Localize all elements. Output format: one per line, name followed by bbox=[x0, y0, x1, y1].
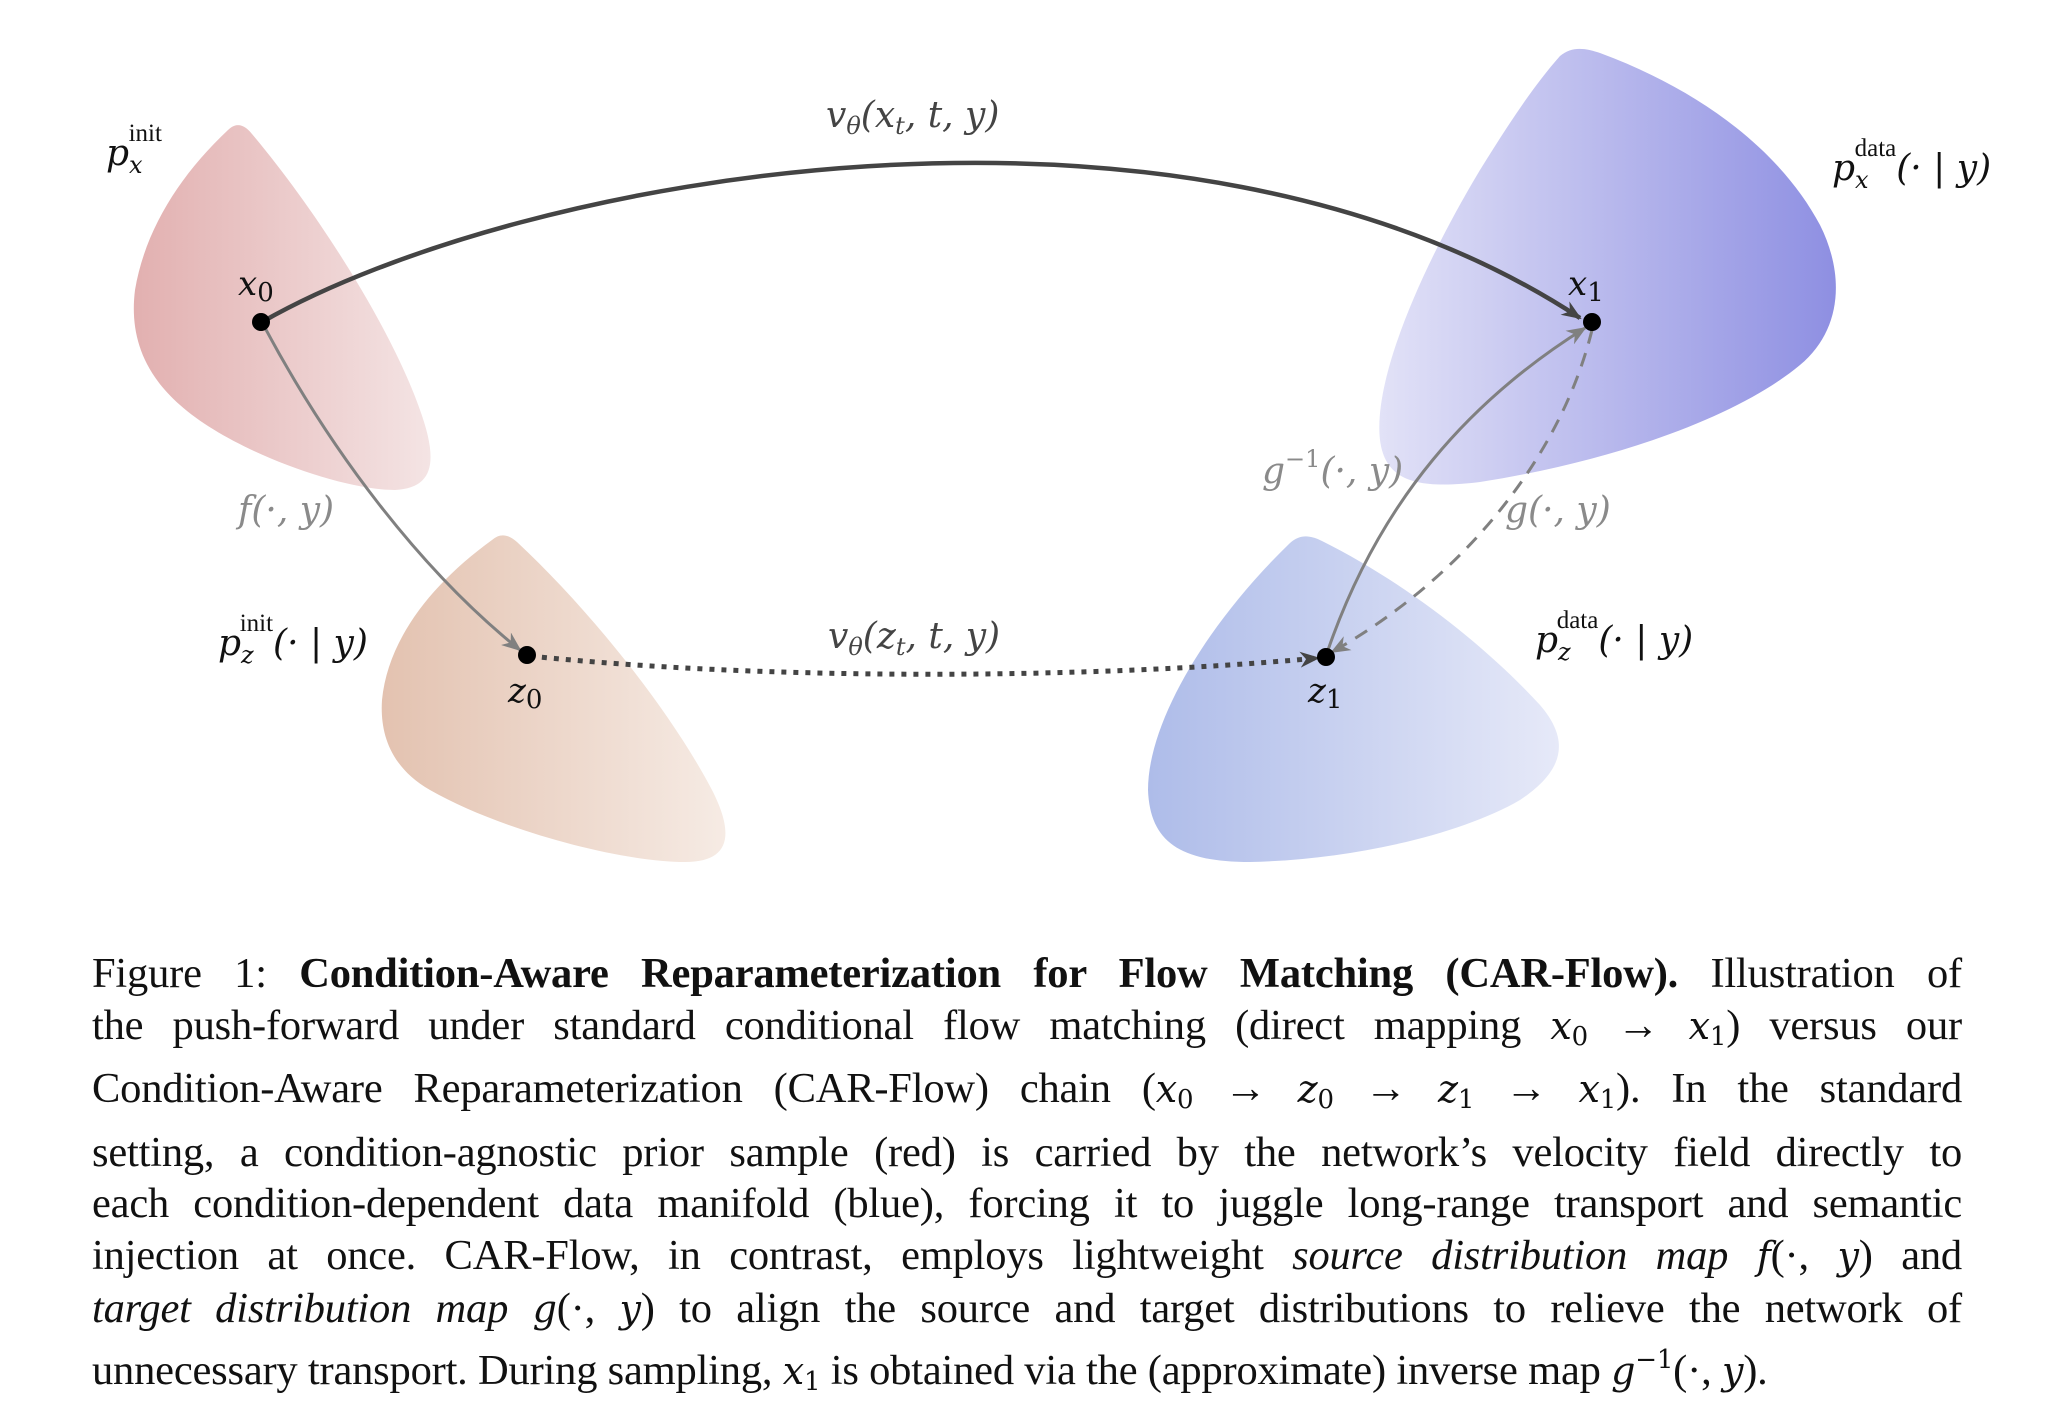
g-inverse-arrow bbox=[1326, 326, 1587, 651]
caption-math: x1 bbox=[782, 1349, 821, 1398]
label-velocity-z: vθ(zt, t, y) bbox=[828, 616, 1000, 661]
px-data-region bbox=[1379, 48, 1836, 485]
caption-line: Figure 1: Condition-Aware Reparameteriza… bbox=[92, 950, 1962, 997]
point-x1 bbox=[1583, 313, 1601, 331]
label-g-inverse: g−1(·, y) bbox=[1262, 445, 1403, 492]
caption-line: setting, a condition-agnostic prior samp… bbox=[92, 1128, 1962, 1176]
car-flow-diagram: x0 x1 z0 z1 pxinit pzinit(· | y) pxdata(… bbox=[106, 48, 1991, 862]
caption-math: x1 bbox=[1688, 1003, 1727, 1052]
caption-line: the push-forward under standard conditio… bbox=[92, 1001, 1962, 1052]
figure-caption: Figure 1: Condition-Aware Reparameteriza… bbox=[92, 948, 1962, 1409]
label-f-map: f(·, y) bbox=[235, 490, 334, 531]
g-map-arrow bbox=[1330, 329, 1594, 654]
figure-number: Figure 1: bbox=[92, 950, 300, 997]
point-z0 bbox=[518, 646, 536, 664]
f-map-arrow bbox=[262, 325, 522, 652]
caption-math: y bbox=[1721, 1349, 1744, 1394]
pz-data-region bbox=[1148, 536, 1559, 862]
label-px-init: pxinit bbox=[106, 120, 162, 179]
caption-line: target distribution map g(·, y) to align… bbox=[92, 1284, 1962, 1332]
caption-emphasis: target distribution map bbox=[92, 1284, 509, 1332]
caption-math: g bbox=[532, 1286, 557, 1331]
caption-line: each condition-dependent data manifold (… bbox=[92, 1180, 1962, 1228]
label-g-map: g(·, y) bbox=[1505, 490, 1611, 531]
label-z1: z1 bbox=[1307, 671, 1342, 715]
caption-title: Condition-Aware Reparameterization for F… bbox=[299, 950, 1711, 997]
caption-line: injection at once. CAR-Flow, in contrast… bbox=[92, 1231, 1962, 1279]
point-x0 bbox=[252, 313, 270, 331]
caption-math: g−1 bbox=[1611, 1345, 1674, 1394]
point-z1 bbox=[1317, 648, 1335, 666]
caption-math: x1 bbox=[1578, 1067, 1617, 1116]
caption-math: x0 bbox=[1155, 1067, 1194, 1116]
caption-emphasis: source distribution map bbox=[1292, 1231, 1729, 1279]
caption-line: Condition-Aware Reparameterization (CAR-… bbox=[92, 1065, 1963, 1116]
label-z0: z0 bbox=[507, 671, 542, 715]
label-x1: x1 bbox=[1568, 264, 1604, 308]
caption-math: x0 bbox=[1550, 1003, 1588, 1052]
pz-init-region bbox=[381, 535, 726, 862]
caption-math: z1 bbox=[1438, 1067, 1475, 1116]
label-pz-data: pzdata(· | y) bbox=[1535, 607, 1693, 666]
caption-math: z0 bbox=[1297, 1067, 1334, 1116]
label-x0: x0 bbox=[238, 264, 274, 308]
caption-math: y bbox=[1837, 1233, 1859, 1278]
label-pz-init: pzinit(· | y) bbox=[218, 610, 368, 669]
caption-line: unnecessary transport. During sampling, … bbox=[92, 1345, 1768, 1398]
label-px-data: pxdata(· | y) bbox=[1832, 135, 1991, 194]
px-init-region bbox=[133, 125, 431, 490]
caption-math: f bbox=[1756, 1233, 1771, 1278]
label-velocity-x: vθ(xt, t, y) bbox=[826, 95, 999, 140]
caption-math: y bbox=[619, 1286, 641, 1331]
velocity-arrow-x bbox=[260, 160, 1582, 324]
